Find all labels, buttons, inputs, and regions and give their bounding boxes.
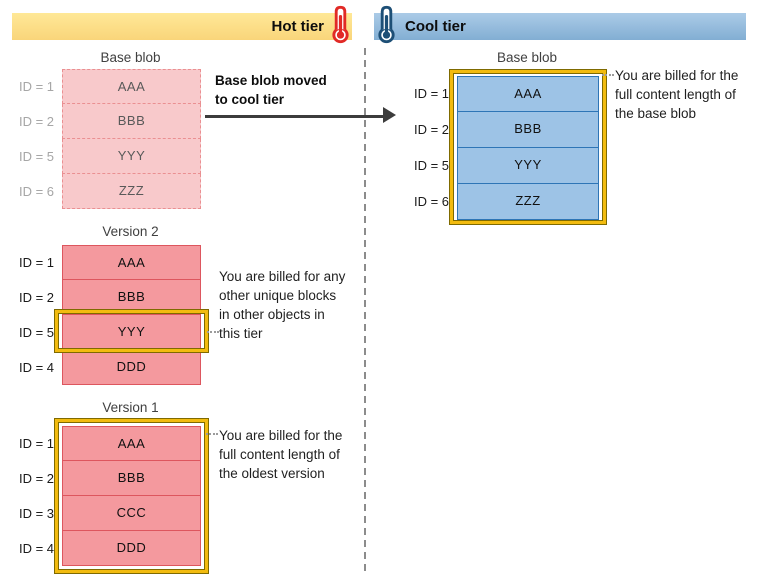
cool-note-connector: [602, 74, 614, 76]
block-cell: BBB: [457, 112, 599, 148]
version-1-note-connector: [206, 433, 218, 435]
version-1-stack: AAA BBB CCC DDD: [62, 426, 201, 566]
row-id-label: ID = 2: [18, 114, 54, 129]
hot-tier-label: Hot tier: [271, 18, 325, 35]
block-cell: YYY: [62, 315, 201, 350]
row-id-label: ID = 3: [18, 506, 54, 521]
hot-tier-bar: [12, 13, 352, 40]
row-id-label: ID = 1: [18, 255, 54, 270]
version-2-note-connector: [207, 331, 219, 333]
block-cell: BBB: [62, 280, 201, 315]
row-id-label: ID = 1: [18, 436, 54, 451]
version-1-ids: ID = 1 ID = 2 ID = 3 ID = 4: [6, 426, 54, 566]
row-id-label: ID = 5: [413, 158, 449, 173]
tier-divider: [364, 48, 366, 576]
cool-base-blob-stack: AAA BBB YYY ZZZ: [457, 76, 599, 220]
block-cell: DDD: [62, 350, 201, 385]
block-cell: CCC: [62, 496, 201, 531]
version-2-billing-note: You are billed for any other unique bloc…: [219, 269, 346, 341]
block-cell: YYY: [62, 139, 201, 174]
cool-tier-bar: [374, 13, 746, 40]
row-id-label: ID = 4: [18, 541, 54, 556]
block-cell: ZZZ: [457, 184, 599, 220]
row-id-label: ID = 5: [18, 149, 54, 164]
version-1-billing-note: You are billed for the full content leng…: [219, 428, 343, 481]
cool-tier-label: Cool tier: [405, 18, 466, 35]
block-cell: BBB: [62, 104, 201, 139]
version-2-title: Version 2: [102, 224, 159, 239]
row-id-label: ID = 2: [18, 471, 54, 486]
move-arrow-line: [205, 115, 383, 118]
row-id-label: ID = 1: [18, 79, 54, 94]
hot-base-blob-title: Base blob: [100, 50, 161, 65]
row-id-label: ID = 1: [413, 86, 449, 101]
cool-base-blob-title: Base blob: [496, 50, 558, 65]
hot-thermometer-icon: [332, 5, 349, 44]
block-cell: DDD: [62, 531, 201, 566]
cool-billing-note: You are billed for the full content leng…: [615, 68, 739, 121]
version-2-ids: ID = 1 ID = 2 ID = 5 ID = 4: [6, 245, 54, 385]
block-cell: BBB: [62, 461, 201, 496]
block-cell: YYY: [457, 148, 599, 184]
row-id-label: ID = 2: [18, 290, 54, 305]
row-id-label: ID = 6: [413, 194, 449, 209]
row-id-label: ID = 2: [413, 122, 449, 137]
version-2-stack: AAA BBB YYY DDD: [62, 245, 201, 385]
block-cell: ZZZ: [62, 174, 201, 209]
hot-base-blob-ids: ID = 1 ID = 2 ID = 5 ID = 6: [6, 69, 54, 209]
move-note: Base blob moved to cool tier: [215, 73, 327, 107]
row-id-label: ID = 4: [18, 360, 54, 375]
row-id-label: ID = 6: [18, 184, 54, 199]
block-cell: AAA: [457, 76, 599, 112]
cool-thermometer-icon: [378, 5, 395, 44]
block-cell: AAA: [62, 426, 201, 461]
cool-base-blob-ids: ID = 1 ID = 2 ID = 5 ID = 6: [401, 76, 449, 220]
version-1-title: Version 1: [102, 400, 159, 415]
move-arrow-head: [383, 107, 396, 123]
block-cell: AAA: [62, 69, 201, 104]
hot-base-blob-stack: AAA BBB YYY ZZZ: [62, 69, 201, 209]
block-cell: AAA: [62, 245, 201, 280]
row-id-label: ID = 5: [18, 325, 54, 340]
